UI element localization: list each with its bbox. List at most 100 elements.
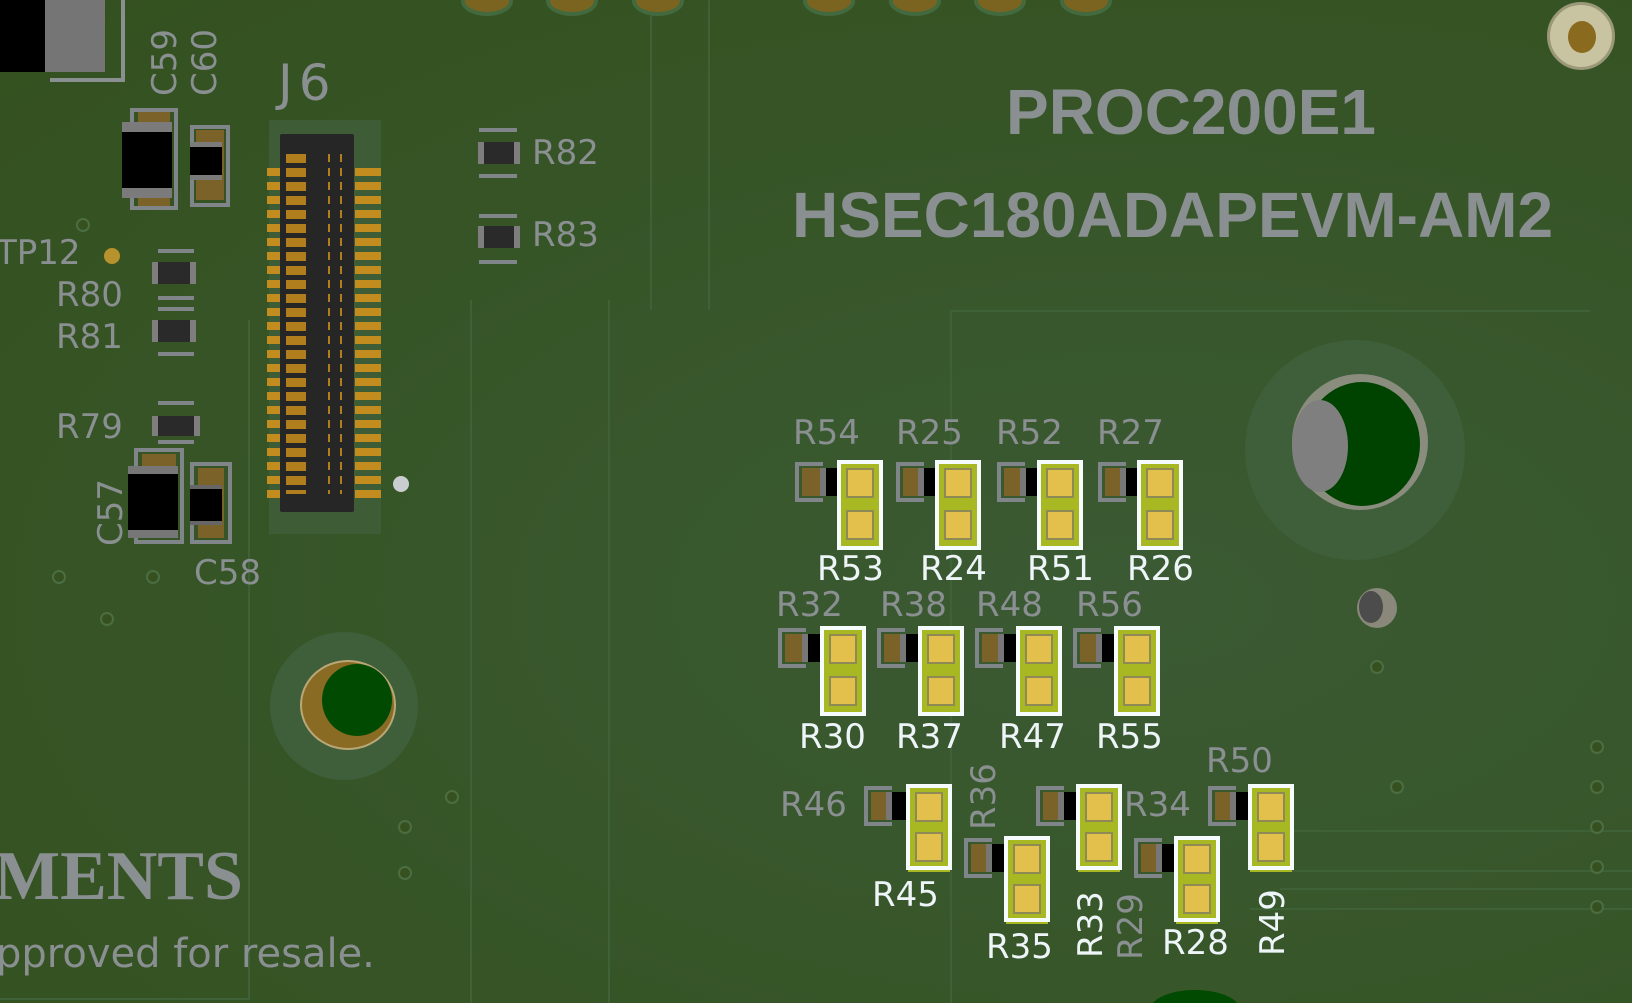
r45-frame [906,784,952,870]
silk-line [158,249,194,253]
mounting-hole-large [1292,374,1428,510]
label-r49: R49 [1253,889,1293,956]
header-pad [461,0,513,16]
r49-frame [1248,784,1294,870]
r28-frame [1174,836,1220,922]
label-r27: R27 [1097,413,1164,453]
r53-frame [837,460,883,550]
label-r45: R45 [872,875,939,915]
r28-pad-bottom [1183,884,1211,914]
c59-body [122,122,172,198]
r50-outline [1208,786,1236,826]
label-r56: R56 [1076,585,1143,625]
label-r53: R53 [817,549,884,589]
c57-body [128,466,178,538]
r24-frame [935,460,981,550]
header-pad [1060,0,1112,16]
via [1590,780,1604,794]
label-r48: R48 [976,585,1043,625]
via [398,820,412,834]
r46-outline [864,786,892,826]
label-r81: R81 [56,317,123,357]
label-j6: J6 [278,54,337,112]
label-c59: C59 [145,28,185,96]
r47-pad-bottom [1025,676,1053,706]
r32-outline [778,628,806,668]
r56-outline [1073,628,1101,668]
r33-pad-top [1085,792,1113,822]
r54-pad [802,468,824,496]
label-r80: R80 [56,275,123,315]
r38-outline [877,628,905,668]
r51-frame [1037,460,1083,550]
board-title-part-number: HSEC180ADAPEVM-AM2 [792,179,1554,251]
r36-outline [964,838,992,878]
label-c57: C57 [91,478,131,546]
r45-pad-top [915,792,943,822]
r35-pad-bottom [1013,884,1041,914]
label-r24: R24 [920,549,987,589]
label-tp12: TP12 [0,233,81,273]
label-r32: R32 [776,585,843,625]
r48-outline [975,628,1003,668]
r30-pad-top [829,634,857,664]
via [1590,820,1604,834]
r82-resistor [478,142,520,164]
silk-line [479,214,517,218]
r24-pad-top [944,468,972,498]
via [1590,740,1604,754]
via [445,790,459,804]
r55-frame [1114,626,1160,716]
header-pad [546,0,598,16]
silk-line [479,260,517,264]
r32-pad [785,634,807,662]
j6-pins-right [355,168,381,498]
silk-line [158,440,194,444]
r47-frame [1016,626,1062,716]
r53-pad-bottom [846,510,874,540]
r37-pad-top [927,634,955,664]
r49-pad-bottom [1257,832,1285,862]
via [1590,900,1604,914]
small-via-hole [1357,588,1397,628]
label-r35: R35 [986,927,1053,967]
label-r26: R26 [1127,549,1194,589]
header-pad [974,0,1026,16]
silk-line [479,128,517,132]
via [1370,660,1384,674]
label-c58: C58 [194,553,262,593]
label-r46: R46 [780,785,847,825]
r28-pad-top [1183,844,1211,874]
r49-pad-top [1257,792,1285,822]
silk-line [158,352,194,356]
r35-pad-top [1013,844,1041,874]
j6-connector-body [280,134,354,512]
label-r30: R30 [799,717,866,757]
pin1-marker-dot [393,476,409,492]
label-r50: R50 [1206,741,1273,781]
via [146,570,160,584]
r24-pad-bottom [944,510,972,540]
r26-pad-bottom [1146,510,1174,540]
trace [650,0,710,310]
r37-frame [918,626,964,716]
label-r82: R82 [532,133,599,173]
bottom-hole-partial [1150,990,1240,1003]
label-r51: R51 [1027,549,1094,589]
r35-frame [1004,836,1050,922]
r29-outline [1134,838,1162,878]
label-r54: R54 [793,413,860,453]
label-r47: R47 [999,717,1066,757]
r33-frame [1076,784,1122,870]
label-c60: C60 [185,28,225,96]
label-r34: R34 [1124,785,1191,825]
r25-outline [896,462,924,502]
r79-resistor [152,416,200,436]
trace [470,300,610,1003]
label-r36: R36 [964,763,1004,830]
r30-frame [820,626,866,716]
r51-pad-top [1046,468,1074,498]
company-logo-text: MENTS [0,838,243,915]
r54-outline [795,462,823,502]
